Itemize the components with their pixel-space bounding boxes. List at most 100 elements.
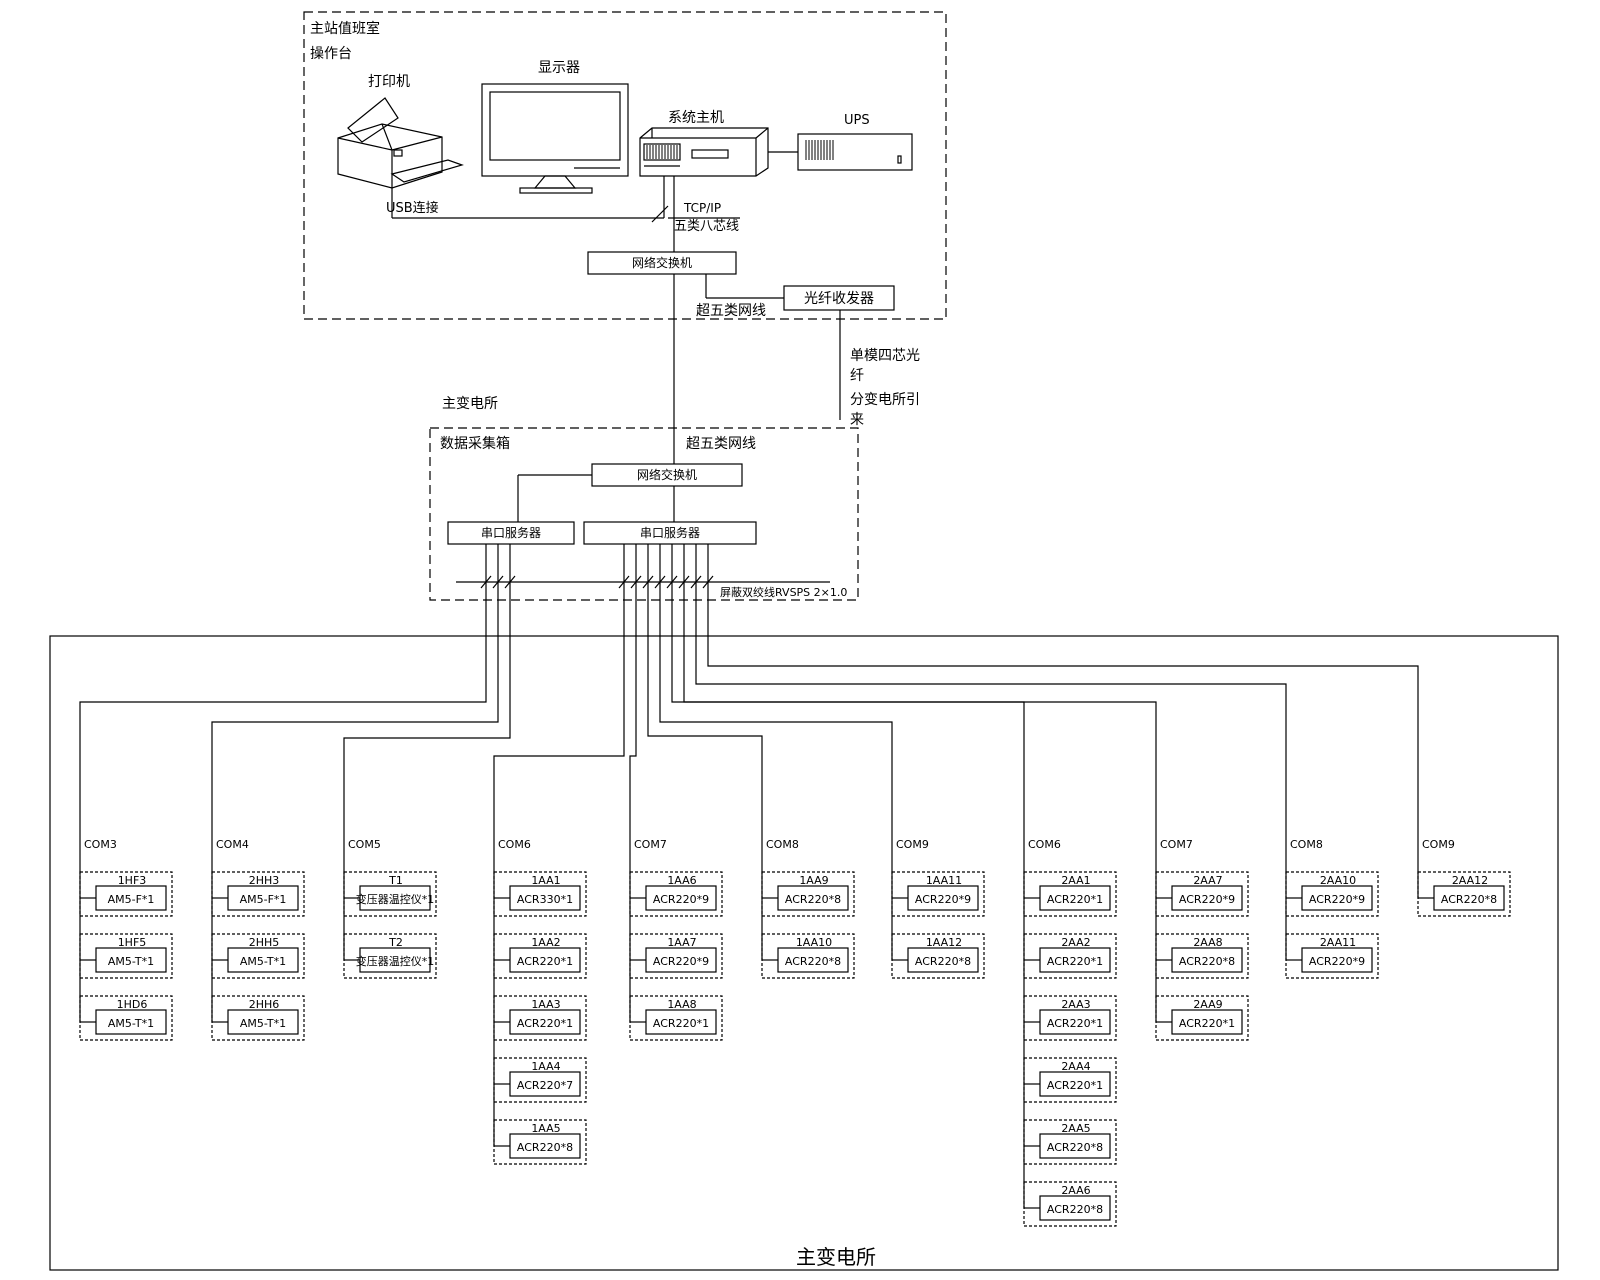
meter-label: 变压器温控仪*1 [356,954,435,968]
system-host-icon [639,127,769,177]
bottom-substation-label: 主变电所 [796,1245,876,1269]
control-room-switch [587,251,737,275]
control-room-subtitle: 操作台 [310,46,352,62]
com-trunk-line [79,544,487,892]
bus-tick [690,575,702,589]
fiber-transceiver [783,285,895,311]
bus-tick [492,575,504,589]
device-name: 2HH6 [249,998,280,1011]
device-name: T1 [388,874,403,887]
meter-label: ACR220*8 [915,955,971,968]
bus-tick [654,575,666,589]
com-trunk-line [647,544,763,892]
cat5e-label-box: 超五类网线 [686,436,756,452]
device-name: 1AA5 [531,1122,560,1135]
monitor-icon [481,83,629,194]
serial-server-right [583,521,757,545]
device-name: 2AA5 [1061,1122,1090,1135]
bus-tick [618,575,630,589]
com-port-label: COM8 [766,838,799,851]
meter-label: ACR220*1 [653,1017,709,1030]
meter-label: ACR220*9 [1309,893,1365,906]
usb-label: USB连接 [386,200,439,216]
meter-label: AM5-F*1 [240,893,287,906]
meter-label: AM5-T*1 [240,1017,286,1030]
device-name: 1HD6 [117,998,148,1011]
device-name: 1AA7 [667,936,696,949]
device-name: 2AA10 [1320,874,1356,887]
bus-tick [678,575,690,589]
meter-label: ACR220*8 [1047,1203,1103,1216]
serial-left-label: 串口服务器 [481,525,541,540]
monitor-label: 显示器 [538,60,580,76]
device-name: 1HF5 [118,936,147,949]
control-room-title: 主站值班室 [310,20,380,37]
device-name: 1HF3 [118,874,147,887]
com-port-label: COM8 [1290,838,1323,851]
com-port-label: COM9 [1422,838,1455,851]
device-name: 1AA8 [667,998,696,1011]
control-switch-label: 网络交换机 [632,255,692,270]
meter-label: AM5-T*1 [240,955,286,968]
meter-label: ACR220*1 [1047,893,1103,906]
com-trunk-line [493,544,625,892]
substation-frame [49,635,1559,1271]
device-name: 2AA11 [1320,936,1356,949]
com-port-label: COM5 [348,838,381,851]
ups-label: UPS [844,113,870,128]
com-port-label: COM6 [1028,838,1061,851]
meter-label: ACR220*1 [1047,1017,1103,1030]
meter-label: ACR220*8 [1047,1141,1103,1154]
device-name: 2AA12 [1452,874,1488,887]
meter-label: ACR220*1 [517,1017,573,1030]
control-room-boundary [303,11,947,320]
bus-tick [642,575,654,589]
printer-icon [337,97,464,189]
com-trunk-line [683,544,1157,892]
device-name: 1AA12 [926,936,962,949]
meter-label: ACR220*8 [785,893,841,906]
meter-label: ACR220*8 [1179,955,1235,968]
tcp-label: TCP/IP [683,201,721,215]
serial-server-left [447,521,575,545]
com-trunk-line [211,544,499,892]
meter-label: ACR220*9 [1309,955,1365,968]
meter-label: AM5-T*1 [108,1017,154,1030]
device-name: 2AA3 [1061,998,1090,1011]
collection-switch-label: 网络交换机 [637,467,697,482]
device-name: 1AA11 [926,874,962,887]
meter-label: ACR220*9 [1179,893,1235,906]
serial-right-label: 串口服务器 [640,525,700,540]
device-name: 1AA3 [531,998,560,1011]
com-port-label: COM7 [1160,838,1193,851]
meter-label: ACR220*1 [1047,955,1103,968]
com-port-label: COM6 [498,838,531,851]
device-name: 2HH3 [249,874,280,887]
fiber-note-line3: 分变电所引 [850,392,920,408]
device-name: 2AA7 [1193,874,1222,887]
device-name: 1AA2 [531,936,560,949]
device-name: 1AA1 [531,874,560,887]
meter-label: 变压器温控仪*1 [356,892,435,906]
collection-box-boundary [429,427,859,601]
meter-label: ACR330*1 [517,893,573,906]
meter-label: ACR220*8 [785,955,841,968]
cable8-label: 五类八芯线 [674,219,739,234]
com-trunk-line [707,544,1419,892]
bus-tick [630,575,642,589]
meter-label: ACR220*9 [915,893,971,906]
cat5e-label-top: 超五类网线 [696,303,766,319]
bus-tick [702,575,714,589]
com-trunk-line [659,544,893,892]
device-name: 2AA6 [1061,1184,1090,1197]
meter-label: ACR220*1 [517,955,573,968]
device-name: 1AA6 [667,874,696,887]
meter-label: ACR220*7 [517,1079,573,1092]
meter-label: ACR220*9 [653,955,709,968]
fiber-note-line4: 来 [850,412,864,428]
device-name: 2HH5 [249,936,280,949]
fiber-note-line1: 单模四芯光 [850,348,920,364]
meter-label: ACR220*1 [1047,1079,1103,1092]
meter-label: AM5-F*1 [108,893,155,906]
